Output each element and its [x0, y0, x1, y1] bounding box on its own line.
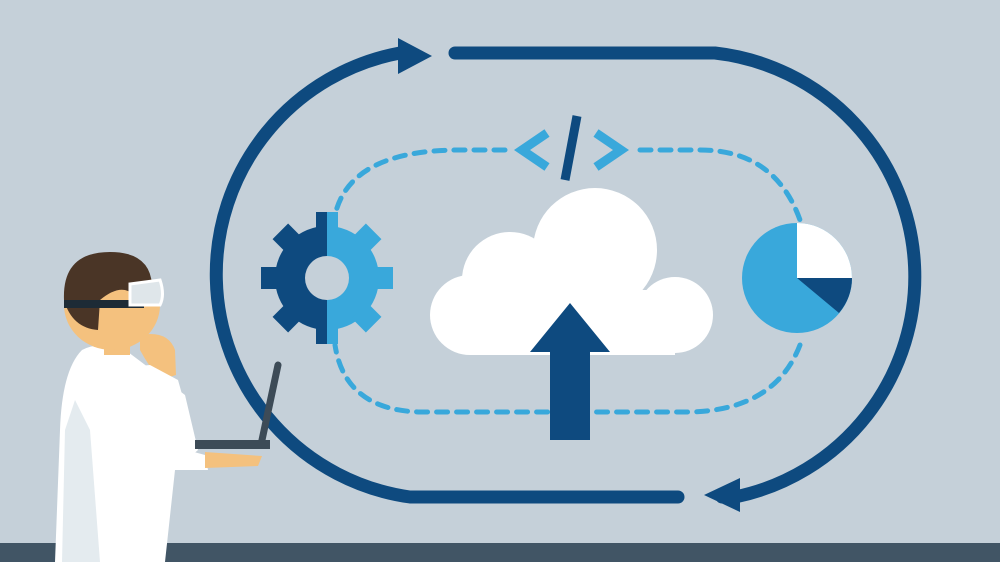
dashed-loop: [332, 147, 803, 415]
goggles-strap: [64, 300, 144, 308]
pie-chart-icon: [742, 223, 852, 333]
laptop-icon: [195, 361, 282, 449]
goggles-lens: [128, 278, 164, 307]
lower-arm: [150, 440, 208, 470]
raised-arm: [100, 365, 185, 420]
coat-shadow: [62, 400, 100, 562]
code-tag-icon: [513, 115, 630, 181]
gear-icon: [261, 212, 393, 344]
cloud-upload-icon: [430, 188, 713, 440]
hair: [63, 252, 152, 330]
cycle-arrows-icon: [209, 46, 922, 504]
upload-arrow: [530, 303, 610, 440]
arrow-head-bottom: [704, 478, 740, 512]
floor-strip: [0, 543, 1000, 562]
hand: [140, 334, 176, 380]
laptop-hand: [205, 452, 262, 468]
scientist-person-icon: [55, 252, 262, 562]
arrow-head-top: [398, 38, 432, 74]
